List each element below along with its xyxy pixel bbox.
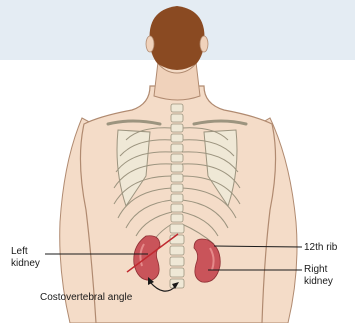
vertebra [171, 154, 183, 162]
vertebra [171, 144, 183, 152]
rib-12th-label: 12th rib [304, 242, 337, 254]
vertebra [171, 124, 183, 132]
vertebra [170, 235, 184, 244]
left-kidney-label: Left kidney [11, 246, 40, 270]
costovertebral-angle-label: Costovertebral angle [40, 292, 132, 304]
right-ear [200, 36, 208, 52]
vertebra [171, 204, 183, 212]
spine [170, 104, 184, 288]
right-kidney-label: Right kidney [304, 264, 333, 288]
vertebra [171, 194, 183, 202]
hair [150, 6, 205, 70]
vertebra [171, 174, 183, 182]
vertebra [170, 224, 184, 233]
vertebra [171, 134, 183, 142]
vertebra [171, 104, 183, 112]
vertebra [170, 246, 184, 255]
vertebra [171, 114, 183, 122]
vertebra [171, 164, 183, 172]
vertebra [171, 184, 183, 192]
left-ear [146, 36, 154, 52]
vertebra [171, 214, 183, 222]
vertebra [170, 257, 184, 266]
vertebra [170, 268, 184, 277]
